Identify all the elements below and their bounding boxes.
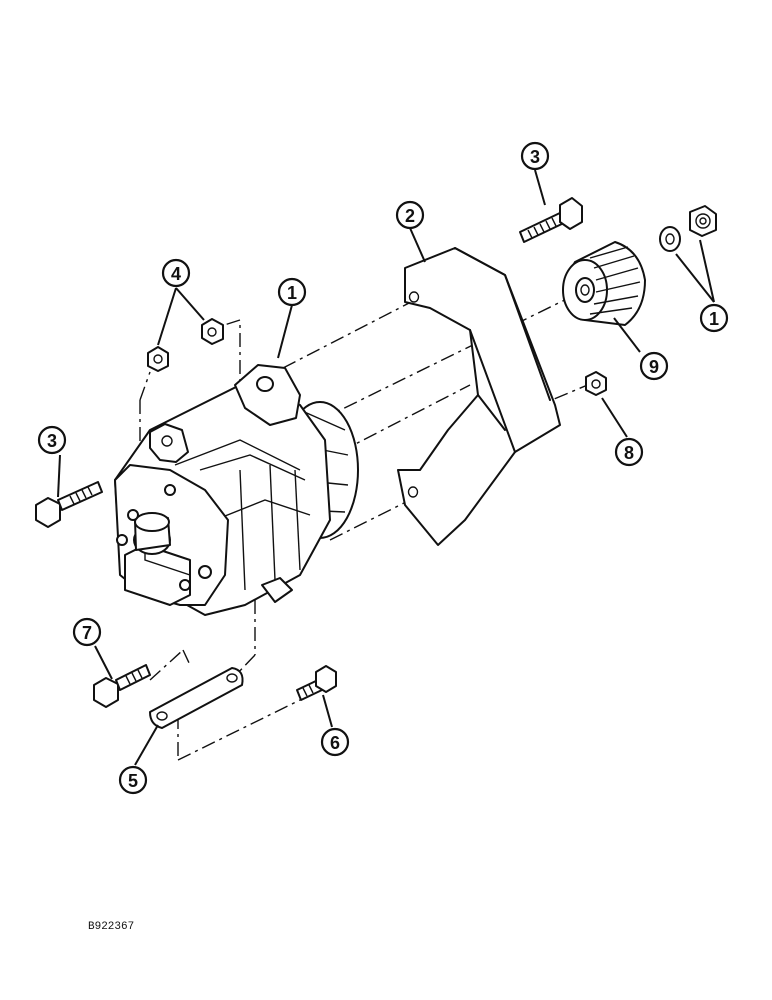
- svg-text:1: 1: [287, 283, 297, 303]
- adjusting-strap: [149, 667, 244, 729]
- svg-text:1: 1: [709, 309, 719, 329]
- callout-1-alternator: 1: [277, 277, 307, 307]
- alternator: [114, 364, 359, 616]
- svg-text:3: 3: [530, 147, 540, 167]
- figure-code: B922367: [88, 921, 134, 933]
- callout-3-left: 3: [37, 425, 67, 455]
- callout-4: 4: [161, 258, 191, 288]
- washer: [659, 226, 681, 252]
- svg-text:5: 5: [128, 771, 138, 791]
- hex-nuts-top-left: [147, 318, 224, 372]
- mounting-bracket: [397, 247, 561, 546]
- callout-6: 6: [320, 727, 350, 757]
- svg-text:6: 6: [330, 733, 340, 753]
- svg-text:7: 7: [82, 623, 92, 643]
- svg-text:2: 2: [405, 206, 415, 226]
- pulley: [562, 241, 646, 326]
- callout-5: 5: [118, 765, 148, 795]
- bolt-lower-left: [93, 664, 151, 708]
- svg-text:8: 8: [624, 443, 634, 463]
- svg-text:9: 9: [649, 357, 659, 377]
- callout-2: 2: [395, 200, 425, 230]
- hex-nut-top-right: [689, 205, 717, 237]
- bolt-top: [519, 197, 583, 243]
- callout-1-pulley-hardware: 1: [699, 303, 729, 333]
- bolt-small: [296, 665, 337, 701]
- callout-7: 7: [72, 617, 102, 647]
- bolt-left: [35, 481, 103, 528]
- hex-nut-right: [585, 371, 607, 396]
- svg-text:4: 4: [171, 264, 181, 284]
- svg-text:3: 3: [47, 431, 57, 451]
- callout-3-top: 3: [520, 141, 550, 171]
- callout-8: 8: [614, 437, 644, 467]
- callout-leaders: [57, 169, 715, 766]
- callout-9: 9: [639, 351, 669, 381]
